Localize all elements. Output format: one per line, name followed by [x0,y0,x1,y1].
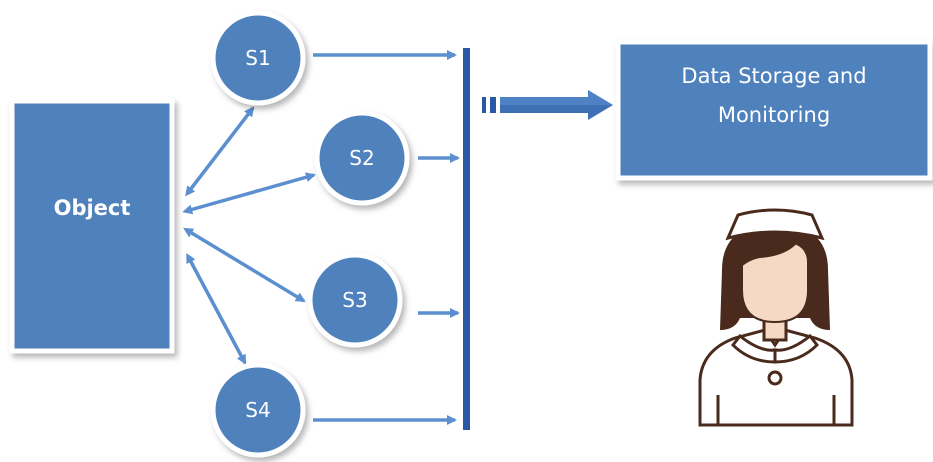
storage-label-line1: Data Storage and [681,64,866,88]
object-box: Object [9,98,175,354]
sensor-label-s2: S2 [349,146,374,170]
sensor-bus-arrows [313,50,460,425]
sensor-s1: S1 [210,10,306,106]
link-s3 [183,227,306,303]
data-bus [463,48,470,430]
sensor-label-s1: S1 [245,46,270,70]
data-storage-box: Data Storage and Monitoring [615,39,933,181]
sensor-s3: S3 [307,252,403,348]
storage-label-line2: Monitoring [718,103,830,127]
sensor-s2: S2 [314,110,410,206]
sensor-label-s4: S4 [245,398,270,422]
object-label: Object [54,196,131,220]
link-s1 [185,106,255,197]
sensor-label-s3: S3 [342,288,367,312]
link-s4 [186,252,247,365]
link-s2 [182,172,316,215]
sensor-s4: S4 [210,362,306,458]
object-sensor-links [182,106,316,365]
bus-storage-arrow [482,90,613,120]
nurse-icon [698,208,854,427]
